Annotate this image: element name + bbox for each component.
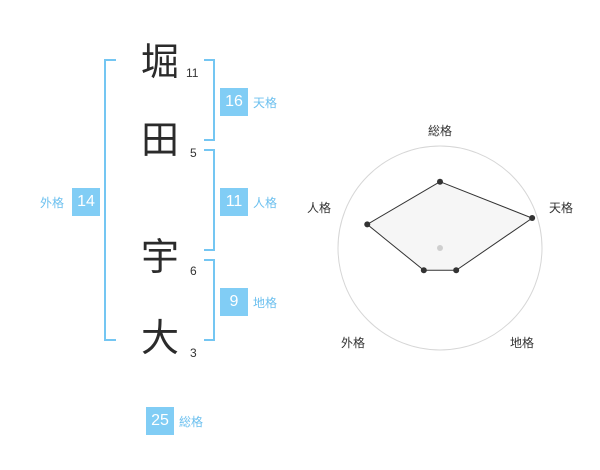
radar-center-dot <box>437 245 443 251</box>
name-char-2: 田 <box>140 118 179 162</box>
gaikaku-label: 外格 <box>40 196 65 210</box>
tenkaku-value-badge: 16 <box>220 88 248 116</box>
stroke-count-4: 3 <box>190 346 197 360</box>
radar-label-chikaku: 地格 <box>510 336 535 350</box>
radar-point-5 <box>364 221 371 228</box>
radar-point-2 <box>529 215 536 222</box>
radar-label-gaikaku: 外格 <box>341 336 366 350</box>
name-char-1: 堀 <box>140 40 179 84</box>
chikaku-value-badge: 9 <box>220 288 248 316</box>
radar-point-3 <box>453 267 460 274</box>
stroke-count-2: 5 <box>190 146 197 160</box>
soukaku-value-badge: 25 <box>146 407 174 435</box>
chikaku-bracket <box>204 259 215 341</box>
gaikaku-bracket <box>104 59 116 341</box>
name-char-4: 大 <box>140 316 179 360</box>
tenkaku-label: 天格 <box>253 96 278 110</box>
soukaku-label: 総格 <box>179 415 204 429</box>
radar-point-1 <box>437 178 443 185</box>
radar-chart <box>337 145 543 351</box>
gaikaku-value-badge: 14 <box>72 188 100 216</box>
stroke-count-3: 6 <box>190 264 197 278</box>
name-char-3: 宇 <box>140 235 179 279</box>
radar-points <box>364 178 536 274</box>
radar-label-jinkaku: 人格 <box>307 201 332 215</box>
jinkaku-bracket <box>204 149 215 251</box>
radar-polygon <box>366 181 534 271</box>
chikaku-label: 地格 <box>253 296 278 310</box>
jinkaku-label: 人格 <box>253 196 278 210</box>
tenkaku-bracket <box>204 59 215 141</box>
radar-label-soukaku: 総格 <box>428 124 453 138</box>
radar-point-4 <box>420 267 427 274</box>
jinkaku-value-badge: 11 <box>220 188 248 216</box>
radar-label-tenkaku: 天格 <box>549 201 574 215</box>
stroke-count-1: 11 <box>186 66 199 80</box>
